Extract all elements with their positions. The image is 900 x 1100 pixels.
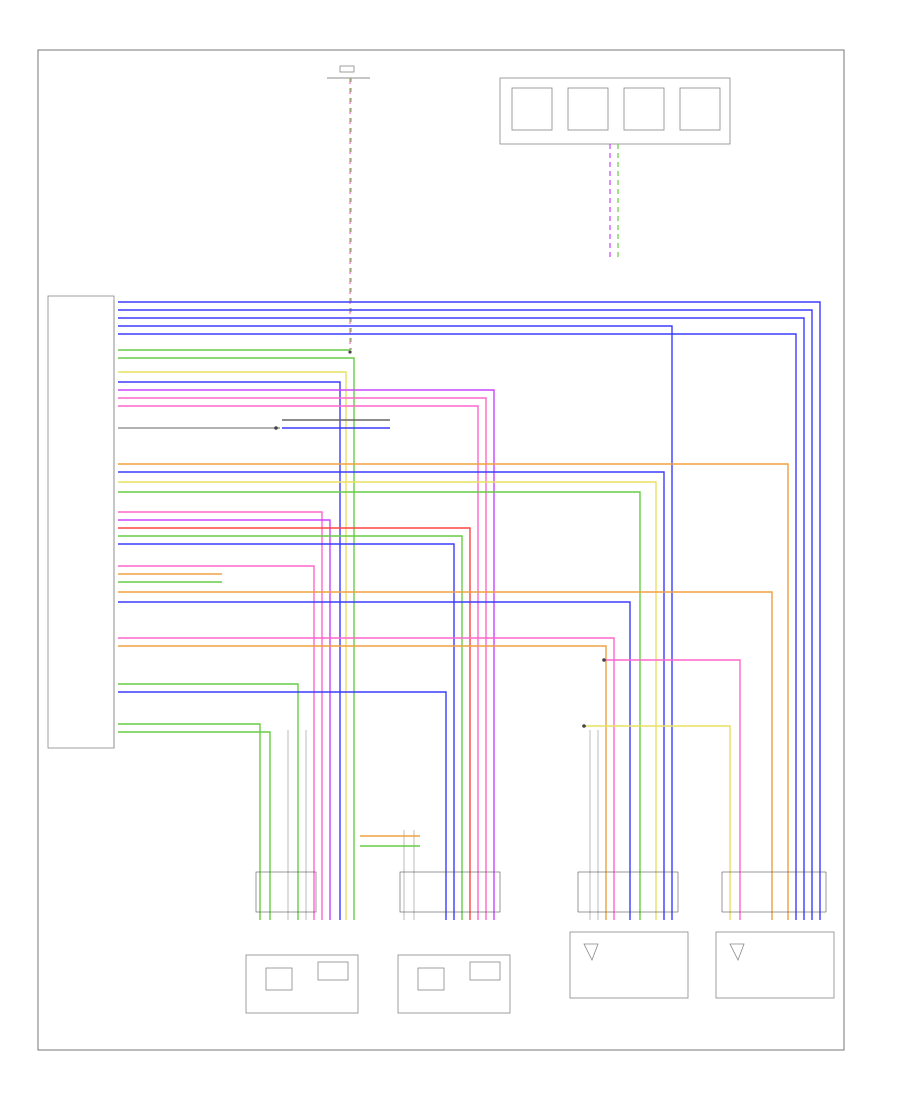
pins-passenger-seat [721, 871, 827, 913]
driver-seat-module [397, 954, 511, 1014]
pins-driver-seat [399, 871, 501, 913]
module-cell-3 [623, 87, 665, 131]
connector-pins [255, 871, 827, 913]
diagram-frame [37, 49, 845, 1051]
left-module-connector [47, 295, 115, 749]
power-feed-wire [349, 78, 352, 350]
crossover-wires [360, 835, 420, 847]
splice-dots [274, 426, 606, 728]
pins-driver-lumbar [255, 871, 317, 913]
module-cell-2 [567, 87, 609, 131]
passenger-seat-module [715, 931, 835, 999]
harness-wires [118, 301, 821, 920]
gray-guides [287, 730, 599, 920]
module-cell-1 [511, 87, 553, 131]
fuse-block-top [327, 65, 370, 79]
seat-control-module-top [499, 77, 731, 260]
pins-passenger-lumbar [577, 871, 679, 913]
driver-lumbar-module [245, 954, 359, 1014]
passenger-lumbar-module [569, 931, 689, 999]
splice-point [348, 350, 352, 354]
module-cell-4 [679, 87, 721, 131]
